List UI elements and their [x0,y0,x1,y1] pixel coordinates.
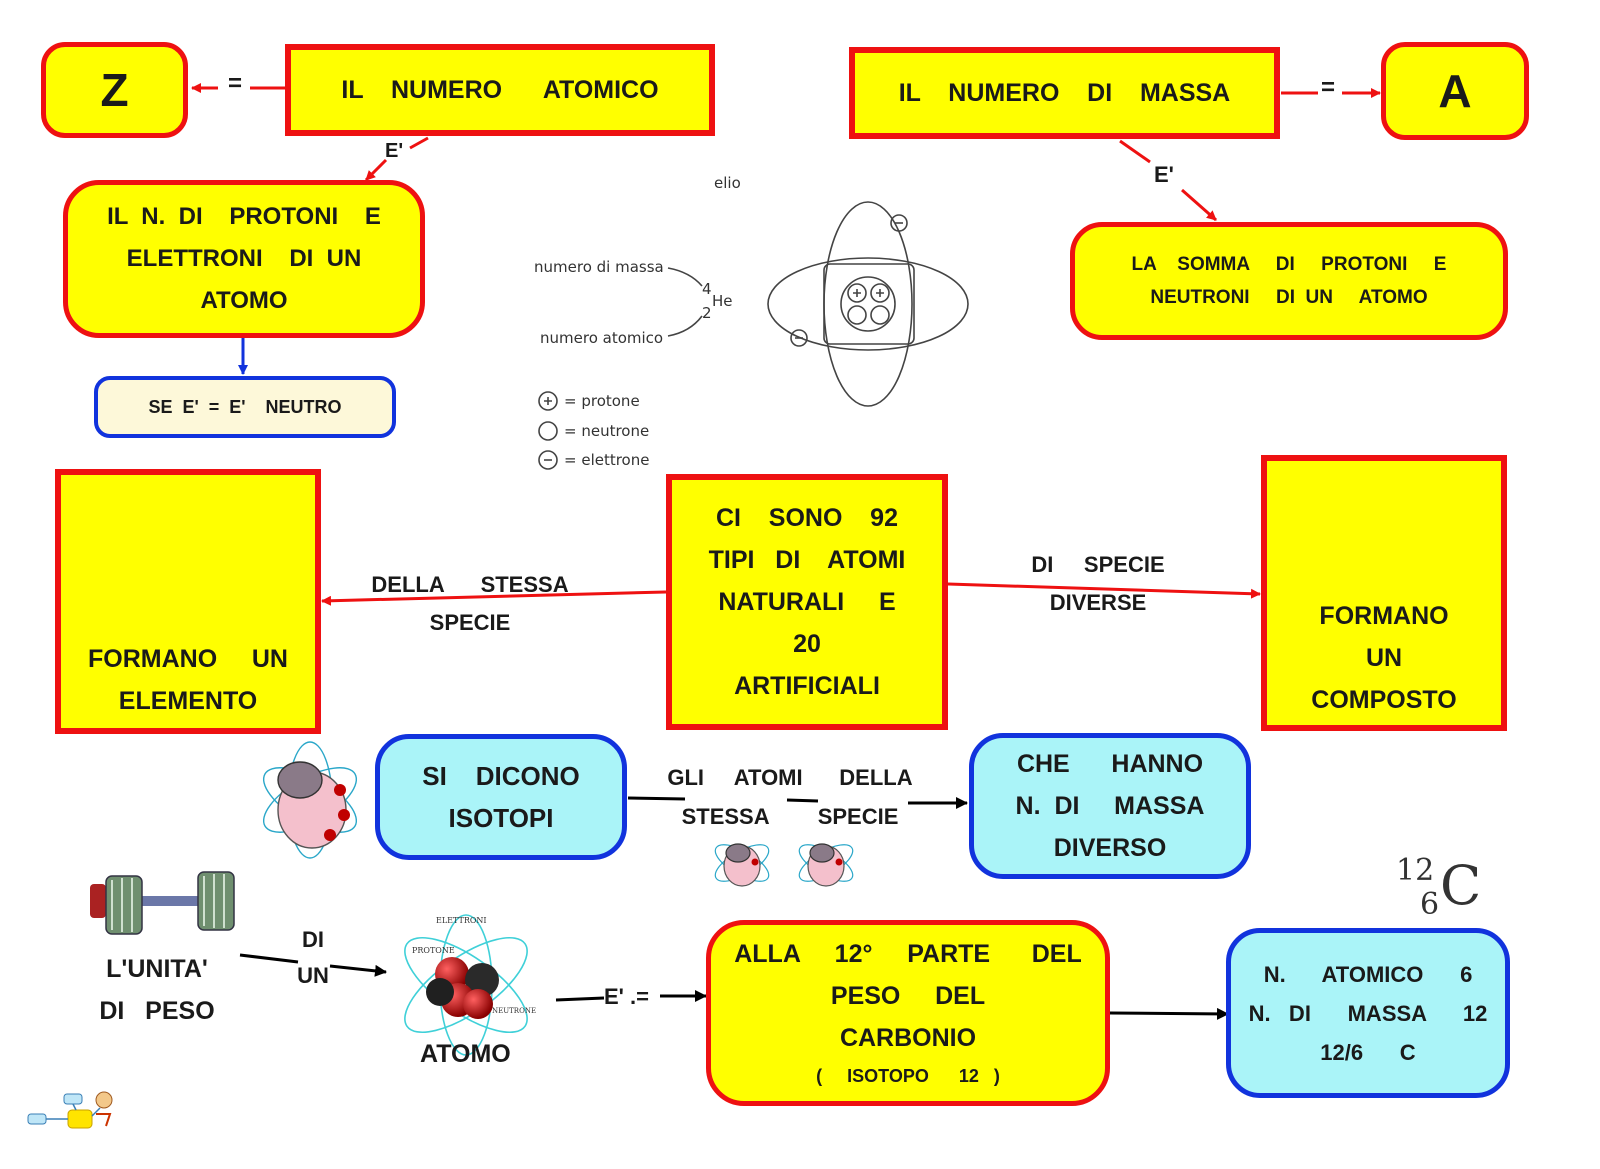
compound-line-3: COMPOSTO [1311,686,1457,714]
atom-types-line-2: TIPI DI ATOMI [708,546,906,574]
carbon-mass-number: 12 [1396,853,1434,888]
protons-line-2: ELETTRONI DI UN [126,245,362,272]
helium-atom-sketch [538,201,969,470]
carbon-link-label: E' .= [604,984,649,1009]
arrow-carbon-to-result [1109,1007,1229,1020]
unit-link-line-2: UN [297,963,329,988]
a-letter: A [1438,65,1472,117]
protons-electrons-box: IL N. DI PROTONI E ELETTRONI DI UN ATOMO [63,180,425,338]
mass-number-text: IL NUMERO DI MASSA [898,78,1231,107]
z-box: Z [41,42,188,138]
a-box: A [1381,42,1529,140]
legend-proton: = protone [564,392,640,410]
carbon-weight-box: ALLA 12° PARTE DEL PESO DEL CARBONIO ( I… [706,920,1110,1106]
isotope-link-line-1: GLI ATOMI DELLA [667,765,913,790]
z-equals-label: = [228,70,243,97]
protons-line-3: ATOMO [200,287,288,314]
atom-types-line-1: CI SONO 92 [716,504,898,532]
unit-link-line-1: DI [302,927,324,952]
carbon-line-2: PESO DEL [830,982,986,1010]
atom-types-line-5: ARTIFICIALI [734,672,880,700]
same-species-line-2: SPECIE [429,610,511,635]
unit-line-2: DI PESO [99,997,215,1025]
legend-electron: = elettrone [564,451,649,469]
unit-of-weight-label: L'UNITA' DI PESO [72,948,242,1032]
mass-difference-box: CHE HANNO N. DI MASSA DIVERSO [969,733,1251,879]
compound-line-2: UN [1365,644,1403,672]
arrow-mass-to-sum [1119,139,1217,222]
mass-number-box: IL NUMERO DI MASSA [849,47,1280,139]
carbon-symbol: C [1440,854,1481,917]
helium-atomic-value: 2 [702,304,712,322]
atomic-number-caption: numero atomico [540,329,663,347]
different-species-label: DI SPECIE DIVERSE [1008,546,1188,622]
mass-number-caption: numero di massa [534,258,664,276]
arrow-center-to-compound [947,582,1261,599]
protons-line-1: IL N. DI PROTONI E [107,203,381,230]
helium-mass-value: 4 [702,280,712,298]
helium-symbol: He [712,292,733,310]
same-species-line-1: DELLA STESSA [371,572,569,597]
dumbbell-picture [90,871,235,935]
different-species-line-2: DIVERSE [1049,590,1147,615]
isotope-mascot-small-2 [798,843,854,887]
atom-electrons-caption: ELETTRONI [436,916,487,925]
z-letter: Z [100,64,129,116]
mass-diff-line-3: DIVERSO [1053,834,1167,862]
arrow-isotopes-to-mass-diff [627,796,968,809]
atom-label: ATOMO [420,1040,511,1068]
arrow-unit-to-atom [239,953,387,977]
atomic-number-edge-label: E' [385,140,404,162]
element-line-1: FORMANO UN [88,645,288,673]
isotopes-box: SI DICONO ISOTOPI [375,734,627,860]
isotope-link-line-2: STESSA SPECIE [681,804,899,829]
mass-diff-line-1: CHE HANNO [1016,750,1204,778]
helium-title: elio [714,174,741,192]
isotopes-line-2: ISOTOPI [448,803,554,833]
arrow-atom-to-carbon [555,990,707,1002]
carbon-line-3: CARBONIO [839,1024,977,1052]
carbon-result-line-3: 12/6 C [1320,1039,1416,1065]
compound-box: FORMANO UN COMPOSTO [1261,455,1507,731]
atomic-number-text: IL NUMERO ATOMICO [341,75,659,104]
legend-neutron: = neutrone [564,422,649,440]
carbon-result-box: N. ATOMICO 6 N. DI MASSA 12 12/6 C [1226,928,1510,1098]
carbon-isotope-note: ( ISOTOPO 12 ) [816,1066,1000,1086]
atom-types-line-4: 20 [793,630,821,658]
unit-link-label: DI UN [288,922,338,994]
carbon-atomic-number: 6 [1420,887,1439,922]
same-species-label: DELLA STESSA SPECIE [352,566,588,642]
mass-diff-line-2: N. DI MASSA [1015,792,1205,820]
isotope-mascot-small-1 [714,843,770,887]
sum-line-1: LA SOMMA DI PROTONI E [1131,254,1447,275]
isotopes-line-1: SI DICONO [422,761,580,791]
carbon-line-1: ALLA 12° PARTE DEL [734,940,1082,968]
neutral-text: SE E' = E' NEUTRO [148,396,342,417]
isotope-link-label: GLI ATOMI DELLA STESSA SPECIE [640,758,940,836]
isotope-mascot-large [262,741,358,859]
atomic-number-box: IL NUMERO ATOMICO [285,44,715,136]
neutral-box: SE E' = E' NEUTRO [94,376,396,438]
sum-box: LA SOMMA DI PROTONI E NEUTRONI DI UN ATO… [1070,222,1508,340]
sum-line-2: NEUTRONI DI UN ATOMO [1150,287,1428,308]
carbon-result-line-2: N. DI MASSA 12 [1248,1000,1488,1026]
compound-line-1: FORMANO [1319,602,1449,630]
element-line-2: ELEMENTO [118,687,258,715]
atom-types-box: CI SONO 92 TIPI DI ATOMI NATURALI E 20 A… [666,474,948,730]
atom-protons-caption: PROTONE [412,946,455,955]
arrow-atomic-to-protons [364,136,429,182]
element-box: FORMANO UN ELEMENTO [55,469,321,734]
different-species-line-1: DI SPECIE [1031,552,1165,577]
mass-equals-label: = [1321,74,1336,101]
mass-number-edge-label: E' [1154,162,1174,187]
carbon-result-line-1: N. ATOMICO 6 [1263,961,1473,987]
atom-neutrons-caption: NEUTRONE [492,1007,536,1015]
unit-line-1: L'UNITA' [106,955,208,983]
atom-types-line-3: NATURALI E [718,588,896,616]
logo-icon [27,1091,113,1129]
arrow-center-to-element [321,590,667,606]
atom-picture [404,914,528,1056]
